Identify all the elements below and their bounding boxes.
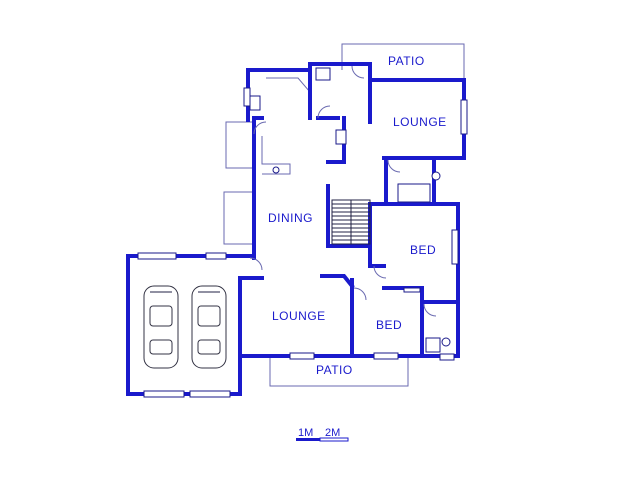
scale-label-1m: 1M [298, 427, 313, 439]
dining-light-icon [272, 166, 280, 174]
patio-bottom-outline [269, 358, 409, 387]
scale-bar: 1M 2M [296, 427, 349, 442]
room-label-dining: DINING [268, 211, 313, 225]
patio-top-outline [341, 43, 465, 78]
room-label-lounge-bottom: LOUNGE [272, 309, 326, 323]
shower-icon [425, 337, 441, 353]
scale-label-2m: 2M [325, 427, 340, 439]
door-swing-bath [387, 159, 401, 173]
porch-outline [225, 121, 252, 169]
door-swing-kitchen [351, 65, 365, 79]
door-swing-ensuite [423, 303, 437, 317]
dining-counter-outline [261, 136, 291, 175]
door-swing-bed-bottom [353, 287, 367, 301]
staircase [331, 199, 371, 245]
door-swing-bed [373, 265, 387, 279]
kitchen-sink-icon [315, 67, 331, 81]
kitchen-sink-2-icon [249, 95, 261, 111]
room-label-bed-right: BED [410, 243, 436, 257]
doors [249, 65, 437, 317]
room-label-patio-bottom: PATIO [316, 363, 353, 377]
walls [126, 62, 466, 396]
stove-icon [335, 129, 347, 145]
fixtures [249, 67, 451, 353]
car-right-icon [191, 285, 227, 369]
toilet-bottom-icon [441, 337, 451, 347]
porch-left-outline [223, 191, 252, 245]
windows [137, 87, 468, 398]
room-label-patio-top: PATIO [388, 54, 425, 68]
kitchen-counter-outline [266, 77, 311, 98]
car-left-icon [143, 285, 179, 369]
toilet-icon [431, 171, 441, 181]
door-swing-kitchen-2 [317, 105, 331, 119]
door-swing-lounge [249, 257, 263, 271]
room-label-lounge-top: LOUNGE [393, 115, 447, 129]
door-swing-dining [253, 121, 267, 135]
bath-icon [397, 183, 431, 203]
room-label-bed-bottom: BED [376, 318, 402, 332]
